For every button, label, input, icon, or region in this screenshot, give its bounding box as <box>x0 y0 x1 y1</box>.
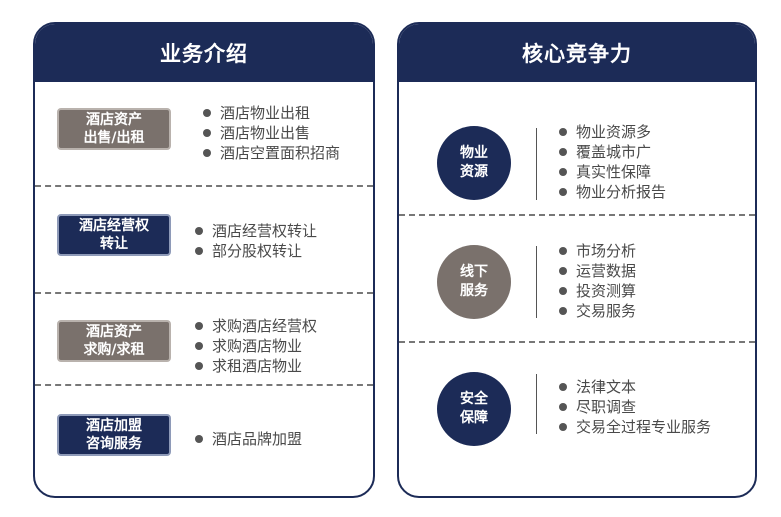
label-line: 出售/出租 <box>83 130 145 146</box>
list-item: 求购酒店经营权 <box>195 316 317 336</box>
bullet-dot-icon <box>203 149 211 157</box>
bullet-dot-icon <box>559 383 567 391</box>
bullet-dot-icon <box>195 362 203 370</box>
label-line: 酒店加盟 <box>86 418 142 434</box>
bullet-dot-icon <box>559 168 567 176</box>
business-bullets-3: 酒店品牌加盟 <box>195 429 302 449</box>
vertical-separator <box>536 374 537 434</box>
list-item: 尽职调查 <box>559 397 711 417</box>
competitiveness-bullets-0: 物业资源多 覆盖城市广 真实性保障 物业分析报告 <box>559 122 666 202</box>
section-divider <box>35 292 373 294</box>
offline-services-circle: 线下 服务 <box>437 245 511 319</box>
business-bullets-0: 酒店物业出租 酒店物业出售 酒店空置面积招商 <box>203 103 340 163</box>
list-item: 投资测算 <box>559 281 636 301</box>
property-resources-circle: 物业 资源 <box>437 126 511 200</box>
business-bullets-2: 求购酒店经营权 求购酒店物业 求租酒店物业 <box>195 316 317 376</box>
list-item: 酒店物业出售 <box>203 123 340 143</box>
list-item: 部分股权转让 <box>195 241 317 261</box>
core-competitiveness-title: 核心竞争力 <box>399 24 755 82</box>
bullet-dot-icon <box>559 128 567 136</box>
bullet-dot-icon <box>559 148 567 156</box>
label-line: 酒店资产 <box>86 324 142 340</box>
section-divider <box>35 384 373 386</box>
circle-line: 安全 <box>460 391 488 407</box>
list-item: 物业资源多 <box>559 122 666 142</box>
vertical-separator <box>536 128 537 200</box>
bullet-dot-icon <box>559 267 567 275</box>
list-item: 求购酒店物业 <box>195 336 317 356</box>
business-intro-card: 业务介绍 酒店资产 出售/出租 酒店物业出租 酒店物业出售 酒店空置面积招商 酒… <box>33 22 375 498</box>
business-label-asset-sale-rent: 酒店资产 出售/出租 <box>57 108 171 150</box>
label-line: 酒店资产 <box>86 112 142 128</box>
circle-line: 资源 <box>460 164 488 180</box>
bullet-dot-icon <box>203 129 211 137</box>
business-label-operating-rights: 酒店经营权 转让 <box>57 214 171 256</box>
business-label-asset-buy-rent: 酒店资产 求购/求租 <box>57 320 171 362</box>
section-divider <box>35 185 373 187</box>
bullet-dot-icon <box>559 423 567 431</box>
list-item: 运营数据 <box>559 261 636 281</box>
competitiveness-bullets-2: 法律文本 尽职调查 交易全过程专业服务 <box>559 377 711 437</box>
circle-line: 物业 <box>460 145 488 161</box>
security-guarantee-circle: 安全 保障 <box>437 372 511 446</box>
bullet-dot-icon <box>195 247 203 255</box>
circle-line: 服务 <box>460 283 488 299</box>
list-item: 酒店空置面积招商 <box>203 143 340 163</box>
section-divider <box>399 341 755 343</box>
business-intro-title: 业务介绍 <box>35 24 373 82</box>
bullet-dot-icon <box>195 435 203 443</box>
bullet-dot-icon <box>195 322 203 330</box>
circle-line: 保障 <box>460 410 488 426</box>
label-line: 转让 <box>100 236 128 252</box>
list-item: 真实性保障 <box>559 162 666 182</box>
business-bullets-1: 酒店经营权转让 部分股权转让 <box>195 221 317 261</box>
competitiveness-bullets-1: 市场分析 运营数据 投资测算 交易服务 <box>559 241 636 321</box>
bullet-dot-icon <box>559 287 567 295</box>
bullet-dot-icon <box>203 109 211 117</box>
list-item: 交易全过程专业服务 <box>559 417 711 437</box>
list-item: 覆盖城市广 <box>559 142 666 162</box>
list-item: 交易服务 <box>559 301 636 321</box>
bullet-dot-icon <box>195 342 203 350</box>
bullet-dot-icon <box>559 403 567 411</box>
bullet-dot-icon <box>559 307 567 315</box>
list-item: 酒店经营权转让 <box>195 221 317 241</box>
list-item: 物业分析报告 <box>559 182 666 202</box>
label-line: 酒店经营权 <box>79 218 149 234</box>
section-divider <box>399 214 755 216</box>
circle-line: 线下 <box>460 264 488 280</box>
bullet-dot-icon <box>559 247 567 255</box>
bullet-dot-icon <box>559 188 567 196</box>
label-line: 求购/求租 <box>83 342 145 358</box>
list-item: 酒店品牌加盟 <box>195 429 302 449</box>
list-item: 求租酒店物业 <box>195 356 317 376</box>
label-line: 咨询服务 <box>86 436 142 452</box>
vertical-separator <box>536 246 537 318</box>
list-item: 市场分析 <box>559 241 636 261</box>
list-item: 法律文本 <box>559 377 711 397</box>
core-competitiveness-card: 核心竞争力 物业 资源 物业资源多 覆盖城市广 真实性保障 物业分析报告 线下 … <box>397 22 757 498</box>
business-label-franchise: 酒店加盟 咨询服务 <box>57 414 171 456</box>
bullet-dot-icon <box>195 227 203 235</box>
list-item: 酒店物业出租 <box>203 103 340 123</box>
